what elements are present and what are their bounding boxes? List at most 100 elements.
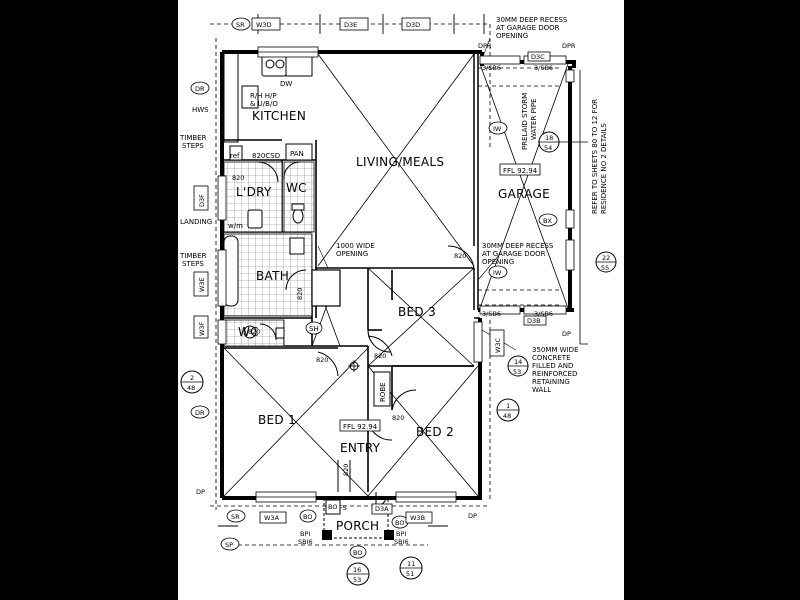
entry-marker [348,360,360,372]
tag-sp-bot: SP [225,541,233,549]
sec-11-top: 11 [407,560,415,568]
sec-18-top: 18 [545,134,553,142]
tag-bp1-l: BPI [300,530,310,538]
win-w3e: W3E [198,277,206,292]
note-820csd: 820CSD [252,152,280,160]
room-laundry: L'DRY [236,185,272,199]
win-w3b: W3B [410,514,425,522]
note-timber-2a: TIMBER [179,252,207,260]
win-d3a: D3A [375,505,389,513]
note-refer-2: RESIDENCE NO 2 DETAILS [600,123,608,214]
note-ffl-living: FFL 92.94 [503,167,538,175]
room-bed1: BED 1 [258,413,296,427]
door-820-wc: 820 [248,328,260,336]
tag-bo-2: BO [395,519,404,527]
note-recess-mid-2: AT GARAGE DOOR [482,250,546,258]
tag-iw-2: IW [493,269,502,277]
door-820-entry: 820 [342,464,350,476]
drawing-sheet: KITCHEN LIVING/MEALS GARAGE L'DRY WC BAT… [178,0,624,600]
tag-iw-1: IW [493,125,502,133]
note-timber-1b: STEPS [182,142,204,150]
note-conc-6: WALL [532,386,551,394]
note-ubo: & U/B/O [250,100,278,108]
shower [311,269,341,307]
tag-sr-top: SR [236,21,245,29]
door-820-garage: 820 [454,252,466,260]
sec-11-bot: 51 [406,570,414,578]
note-timber-2b: STEPS [182,260,204,268]
door-820-bed2: 820 [392,414,404,422]
label-boxes [193,17,551,524]
room-diagonals [223,53,569,497]
room-porch: PORCH [336,519,379,533]
sec-2-bot: 48 [187,384,195,392]
note-timber-1a: TIMBER [179,134,207,142]
tag-bo-4: BO [328,503,337,511]
note-landing: LANDING [180,218,212,226]
refer-arrow [538,70,588,345]
sec-16-bot: 53 [353,576,361,584]
tag-bp1-ls: SBI6 [298,538,313,546]
sec-1-top: 1 [506,402,510,410]
note-refer-1: REFER TO SHEETS 80 TO 12 FOR [591,99,599,214]
top-windows [217,46,575,503]
tag-fs: FS [339,504,347,512]
room-pantry: PAN [290,150,304,158]
note-hws: HWS [192,106,209,114]
note-dw: DW [280,80,292,88]
sec-22-top: 22 [602,254,610,262]
win-d3c: D3C [531,53,545,61]
door-820-bed3: 820 [374,352,386,360]
door-swings [257,161,475,492]
tag-dp-mid: DP [562,330,571,338]
note-conc-2: CONCRETE [532,354,571,362]
floor-plan: KITCHEN LIVING/MEALS GARAGE L'DRY WC BAT… [179,14,617,586]
leader-lines [317,37,517,351]
win-d3b: D3B [527,317,541,325]
room-living-meals: LIVING/MEALS [356,155,444,169]
note-conc-1: 350MM WIDE [532,346,578,354]
sec-2-top: 2 [190,374,194,382]
win-sb6-4: 3/SB6 [534,310,553,318]
note-recess-mid-1: 30MM DEEP RECESS [482,242,554,250]
win-w3a: W3A [264,514,280,522]
win-w3d: W3D [256,21,272,29]
note-rh-hp: R/H H/P [250,92,277,100]
win-w3c: W3C [494,337,502,353]
tag-dpr-right: DPR [562,42,576,50]
sec-1-bot: 48 [503,412,511,420]
note-water-pipe: WATER PIPE [530,98,538,140]
section-dividers [181,141,616,575]
room-entry: ENTRY [340,441,381,455]
tag-dr-left2: DR [195,409,205,417]
win-d3f: D3F [198,194,206,207]
sec-14-top: 14 [514,358,522,366]
room-bed3: BED 3 [398,305,436,319]
door-820-bed1: 820 [316,356,328,364]
garage-inner-wall [473,52,480,319]
sec-18-bot: 54 [544,144,552,152]
sec-14-bot: 53 [513,368,521,376]
room-wc-low: WC [238,325,259,339]
room-bath: BATH [256,269,289,283]
room-wc-top: WC [286,181,307,195]
tag-bo-1: BO [303,513,312,521]
tag-bo-3: BO [353,549,362,557]
porch [322,492,394,540]
win-sb6-3: 3/SB6 [482,310,501,318]
tag-dpr-top: DPR [478,42,492,50]
note-sh: SH [309,325,319,333]
room-robe: ROBE [379,382,387,402]
door-820-bath: 820 [296,288,304,300]
win-d3d: D3D [406,21,420,29]
win-d3e: D3E [344,21,357,29]
note-conc-3: FILLED AND [532,362,573,370]
note-preload-storm: PRELAID STORM [521,93,529,150]
tag-sr-bot: SR [231,513,240,521]
sec-22-bot: 55 [601,264,609,272]
note-conc-4: REINFORCED [532,370,577,378]
sec-16-top: 16 [353,566,361,574]
tag-dp-right: DP [468,512,477,520]
win-w3f: W3F [198,321,206,336]
note-recess-top-3: OPENING [496,32,528,40]
